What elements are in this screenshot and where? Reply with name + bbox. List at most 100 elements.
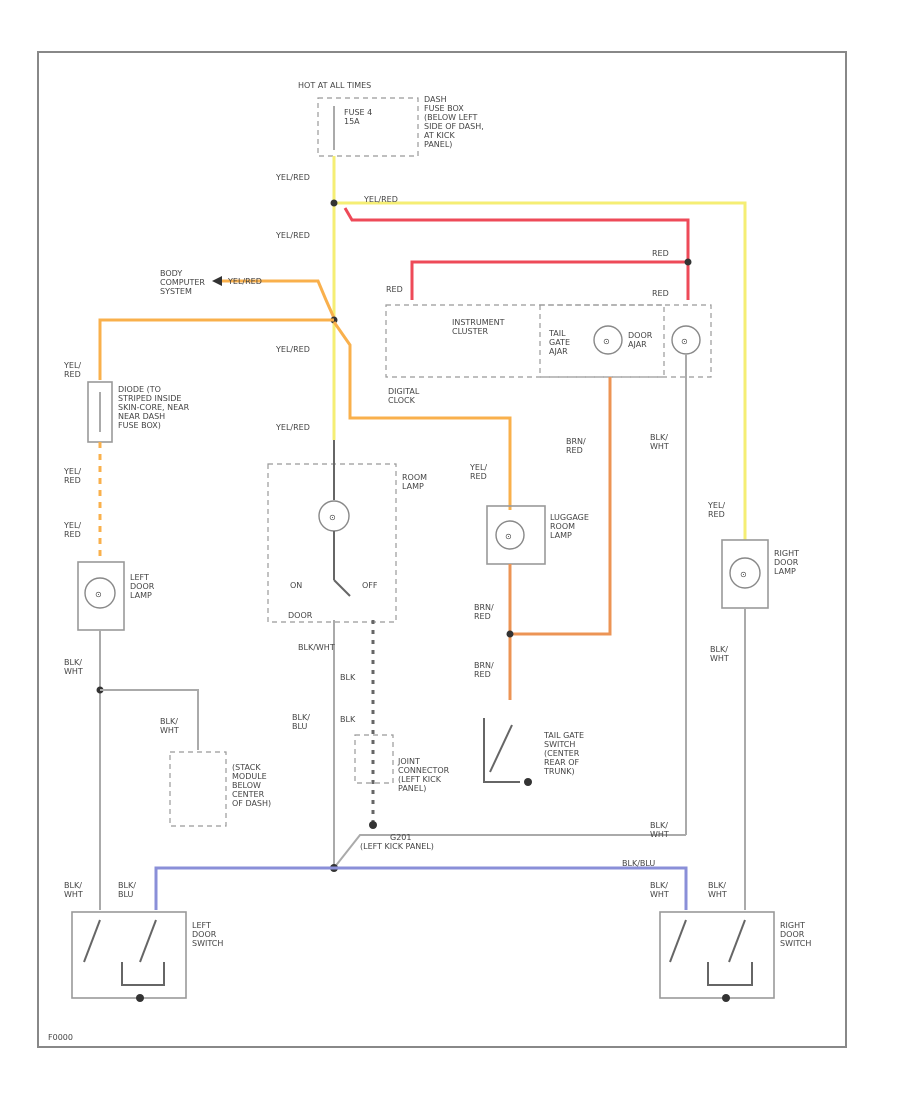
- door-ajar-label-line: AJAR: [628, 340, 647, 349]
- dash-fuse-box-label-line: SIDE OF DASH,: [424, 122, 484, 131]
- wire-label-yel-red-diode-bottom: YEL/RED: [63, 467, 81, 485]
- body-computer-label-line: COMPUTER: [160, 278, 205, 287]
- wire-yel-red-body-computer: [222, 279, 336, 319]
- room-lamp-switch-blade: [333, 579, 351, 597]
- wire-label-yel-red-2: YEL/RED: [363, 195, 398, 204]
- room-lamp-off-label: OFF: [362, 581, 378, 590]
- wire-blk-blu-right-switch: [334, 866, 688, 910]
- wire-label-blk-wht-left-switch-line: BLK/: [64, 881, 82, 890]
- luggage-room-lamp-bulb: [495, 520, 525, 550]
- wire-label-yel-red-left-lamp: YEL/RED: [63, 521, 81, 539]
- wire-yel-red-clock: [332, 321, 512, 510]
- left-door-switch-box: [71, 911, 187, 999]
- tail-gate-switch-frame: [483, 718, 520, 783]
- left-door-switch-label-line: LEFT: [192, 921, 211, 930]
- wire-label-blk-wht-cluster: BLK/WHT: [650, 433, 669, 451]
- wire-label-yel-red-left-lamp-line: RED: [64, 530, 81, 539]
- dash-fuse-box-label-line: AT KICK: [424, 131, 455, 140]
- wire-label-blk-wht-right: BLK/WHT: [710, 645, 729, 663]
- dash-fuse-box-label-line: DASH: [424, 95, 447, 104]
- wire-label-blk-1: BLK: [340, 673, 356, 682]
- wire-label-brn-red-1-line: RED: [474, 612, 491, 621]
- right-door-switch-common: [707, 962, 753, 986]
- wire-label-blk-blu-room: BLK/BLU: [292, 713, 310, 731]
- ground-joint-connector: [369, 821, 377, 829]
- right-door-switch-ground: [722, 994, 730, 1002]
- luggage-room-lamp-label-line: ROOM: [550, 522, 575, 531]
- splice-brn-red: [506, 630, 514, 638]
- wire-label-blk-wht-cluster-line: BLK/: [650, 433, 668, 442]
- wire-label-brn-red-1: BRN/RED: [474, 603, 494, 621]
- tail-gate-ajar-lamp: [593, 325, 623, 355]
- body-computer-label-line: SYSTEM: [160, 287, 192, 296]
- stack-module-label-line: BELOW: [232, 781, 261, 790]
- right-door-switch-label-line: RIGHT: [780, 921, 805, 930]
- instrument-cluster-label-line: INSTRUMENT: [452, 318, 505, 327]
- tail-gate-switch-label-line: TRUNK): [543, 767, 575, 776]
- wire-label-yel-red-right-line: RED: [708, 510, 725, 519]
- joint-connector-label-line: PANEL): [398, 784, 426, 793]
- right-door-lamp-label-line: DOOR: [774, 558, 799, 567]
- tail-gate-switch-blade: [489, 724, 513, 773]
- wire-label-brn-red-3: BRN/RED: [566, 437, 586, 455]
- digital-clock-label-line: CLOCK: [388, 396, 416, 405]
- wire-yel-red-left: [98, 318, 334, 380]
- right-door-switch-box: [659, 911, 775, 999]
- room-lamp-box: [267, 463, 397, 623]
- wire-label-blk-blu-room-line: BLK/: [292, 713, 310, 722]
- footer-code: F0000: [48, 1033, 73, 1042]
- wire-label-yel-red-5: YEL/RED: [275, 423, 310, 432]
- right-door-lamp-bulb: [729, 557, 761, 589]
- diagram-frame: [37, 51, 847, 1048]
- right-door-switch-blade-1: [669, 919, 687, 963]
- wire-label-yel-red-diode-bottom-line: YEL/: [63, 467, 81, 476]
- dash-fuse-box-label-line: (BELOW LEFT: [424, 113, 478, 122]
- diode-label-line: DIODE (TO: [118, 385, 161, 394]
- wire-label-blk-wht-ground-line: WHT: [650, 830, 669, 839]
- stack-module-label-line: CENTER: [232, 790, 265, 799]
- joint-connector-label-line: CONNECTOR: [398, 766, 450, 775]
- right-door-lamp-bulb-symbol: ⊙: [740, 570, 747, 579]
- wire-label-blk-wht-right-switch-b-line: WHT: [708, 890, 727, 899]
- g201-label-line1: G201: [390, 833, 411, 842]
- diode-label-line: NEAR DASH: [118, 412, 165, 421]
- left-door-switch-blade-1: [83, 919, 101, 963]
- wire-blk-wht-ground: [333, 834, 686, 869]
- wire-label-brn-red-1-line: BRN/: [474, 603, 494, 612]
- wire-label-blk-blu-left-switch-line: BLU: [118, 890, 134, 899]
- wire-label-blk-blu-left-switch: BLK/BLU: [118, 881, 136, 899]
- stack-module-box: [169, 751, 227, 827]
- wire-label-yel-red-right-line: YEL/: [707, 501, 725, 510]
- left-door-lamp-label-line: DOOR: [130, 582, 155, 591]
- wire-label-red-2: RED: [386, 285, 403, 294]
- left-door-switch-label-line: DOOR: [192, 930, 217, 939]
- wire-label-blk-wht-left-switch-line: WHT: [64, 890, 83, 899]
- wire-label-brn-red-3-line: RED: [566, 446, 583, 455]
- left-door-switch-blade-2: [139, 919, 157, 963]
- wire-label-yel-red-luggage-line: YEL/: [469, 463, 487, 472]
- wire-label-brn-red-2-line: RED: [474, 670, 491, 679]
- left-door-lamp-label-line: LAMP: [130, 591, 152, 600]
- wire-label-blk-wht-right-switch-b-line: BLK/: [708, 881, 726, 890]
- wire-label-blk-wht-cluster-line: WHT: [650, 442, 669, 451]
- fuse-label-line: 15A: [344, 117, 360, 126]
- wire-red-cluster: [410, 260, 688, 300]
- wire-label-blk-wht-left-switch: BLK/WHT: [64, 881, 83, 899]
- tail-gate-switch-ground: [524, 778, 532, 786]
- wire-label-yel-red-body: YEL/RED: [227, 277, 262, 286]
- room-lamp-label-line: ROOM: [402, 473, 427, 482]
- wire-label-yel-red-luggage-line: RED: [470, 472, 487, 481]
- digital-clock-label-line: DIGITAL: [388, 387, 420, 396]
- room-lamp-door-label: DOOR: [288, 611, 313, 620]
- dash-fuse-box: [317, 97, 419, 157]
- wire-label-blk-wht-right-switch-a-line: WHT: [650, 890, 669, 899]
- wire-label-yel-red-luggage: YEL/RED: [469, 463, 487, 481]
- right-door-lamp-label-line: RIGHT: [774, 549, 799, 558]
